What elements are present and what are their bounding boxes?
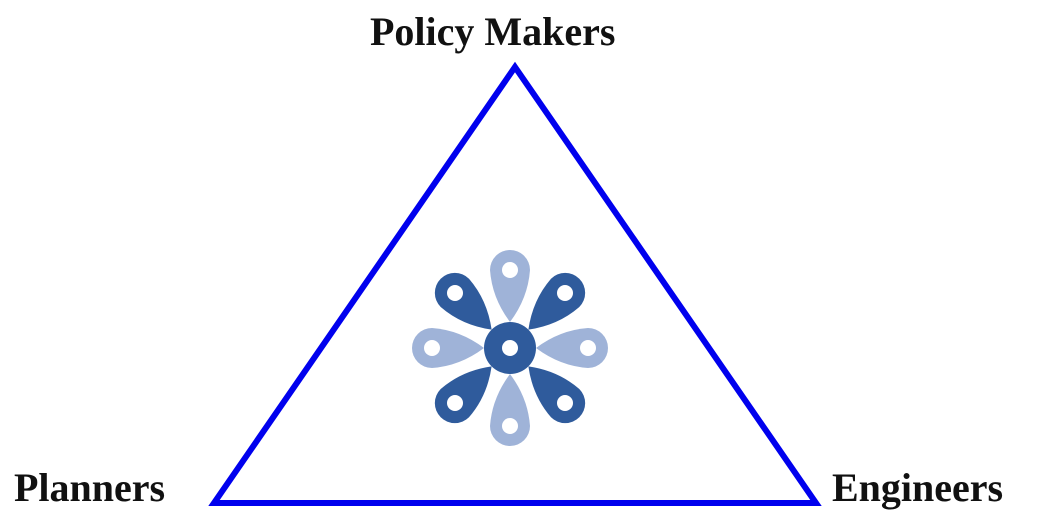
- triangle-outline: [208, 61, 822, 506]
- flower-petal-logo: [412, 250, 608, 446]
- node-label-policy-makers: Policy Makers: [370, 9, 616, 54]
- node-label-engineers: Engineers: [832, 465, 1004, 510]
- node-label-planners: Planners: [14, 465, 166, 510]
